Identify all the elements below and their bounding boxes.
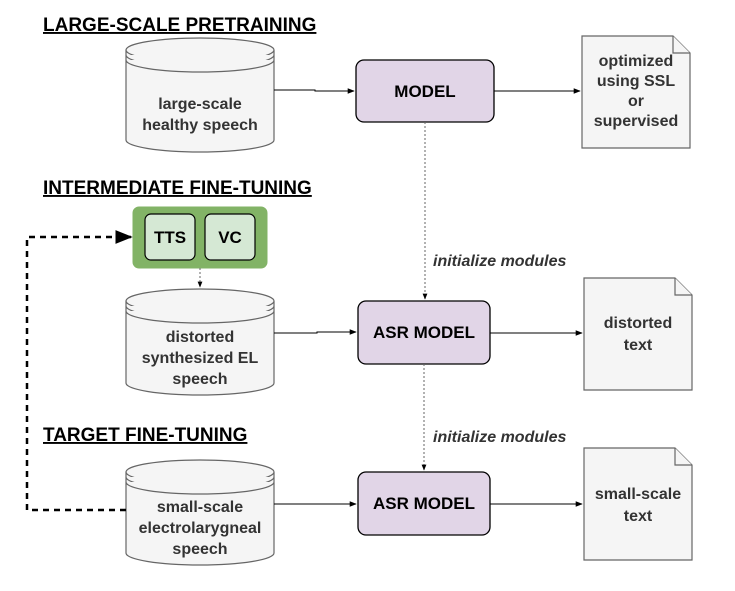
db-label-line: speech [172, 541, 227, 558]
db-label-line: large-scale [158, 96, 242, 113]
db-label-line: speech [172, 371, 227, 388]
doc-label-line: small-scale [595, 486, 681, 503]
vc-label: VC [218, 228, 242, 247]
tts-label: TTS [154, 228, 186, 247]
asr-model-box: ASR MODEL [357, 471, 491, 536]
asr-model-label: ASR MODEL [373, 494, 475, 513]
tts-vc-group: TTS VC [132, 206, 268, 269]
arrow-db1-to-model [274, 88, 355, 94]
doc-label-line: text [624, 508, 653, 525]
doc-label-line: distorted [604, 315, 672, 332]
doc-label-line: supervised [594, 113, 678, 130]
database-healthy-speech: large-scale healthy speech [125, 37, 275, 153]
arrow-feedback-loop [25, 230, 133, 512]
arrow-db2-to-asr [274, 329, 357, 335]
database-electrolaryngeal: small-scale electrolarygneal speech [125, 459, 275, 566]
doc-label-line: text [624, 337, 653, 354]
db-label-line: distorted [166, 329, 234, 346]
model-label: MODEL [394, 82, 455, 101]
section-title-pretraining: LARGE-SCALE PRETRAINING [43, 15, 316, 36]
annotation-initialize-modules: initialize modules [433, 429, 566, 446]
doc-label-line: optimized [599, 53, 674, 70]
database-synthesized-el: distorted synthesized EL speech [125, 288, 275, 396]
tts-box [144, 213, 196, 261]
db-label-line: electrolarygneal [139, 520, 262, 537]
db-label-line: healthy speech [142, 117, 258, 134]
document-small-scale-text: small-scale text [583, 447, 693, 561]
document-distorted-text: distorted text [583, 277, 693, 391]
db-label-line: synthesized EL [142, 350, 259, 367]
doc-label-line: or [628, 93, 644, 110]
vc-box [204, 213, 256, 261]
model-box: MODEL [355, 59, 495, 123]
asr-model-label: ASR MODEL [373, 323, 475, 342]
section-title-target: TARGET FINE-TUNING [43, 425, 247, 446]
section-title-intermediate: INTERMEDIATE FINE-TUNING [43, 178, 312, 199]
doc-label-line: using SSL [597, 73, 675, 90]
asr-model-box: ASR MODEL [357, 300, 491, 365]
annotation-initialize-modules: initialize modules [433, 253, 566, 270]
db-label-line: small-scale [157, 499, 243, 516]
document-optimized: optimized using SSL or supervised [581, 35, 691, 149]
